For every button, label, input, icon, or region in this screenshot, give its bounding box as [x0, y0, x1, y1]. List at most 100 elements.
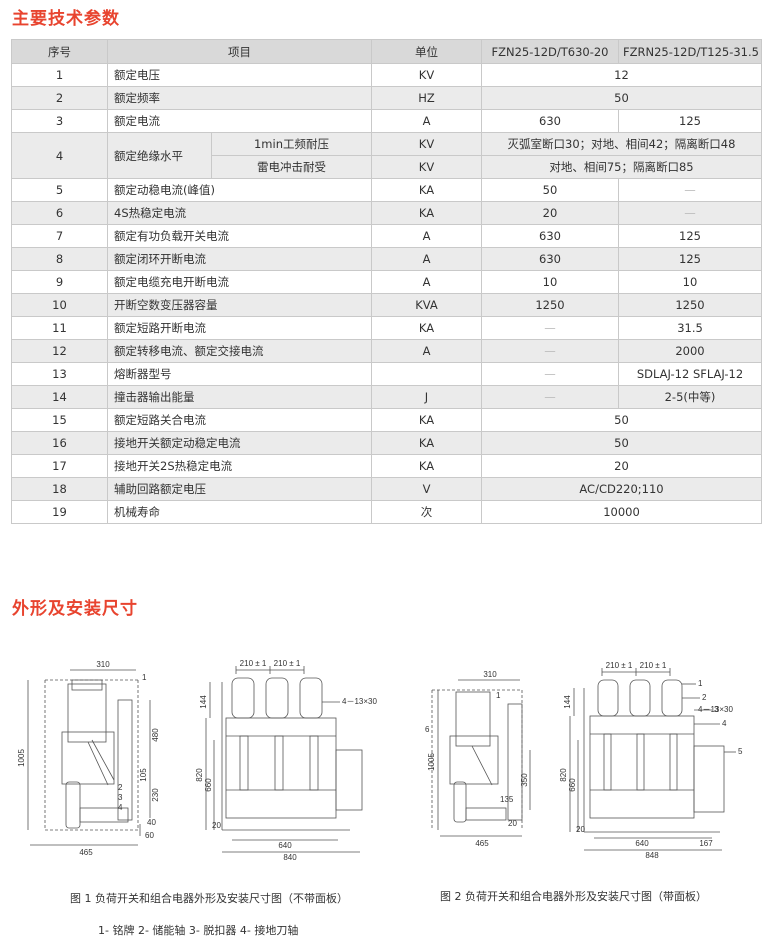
table-cell-unit: A [371, 339, 482, 363]
table-cell-no: 9 [11, 270, 108, 294]
table-header-cell: 单位 [371, 39, 482, 64]
table-cell-a: 630 [481, 247, 619, 271]
table-cell-sub: 雷电冲击耐受 [211, 155, 372, 179]
table-cell-unit: KV [371, 63, 482, 87]
table-cell-merged: 12 [481, 63, 762, 87]
fig2-dim-144: 144 [563, 695, 572, 709]
table-header-cell: FZRN25-12D/T125-31.5 [618, 39, 762, 64]
table-cell-unit: KA [371, 201, 482, 225]
table-cell-no: 7 [11, 224, 108, 248]
table-cell-b: 10 [618, 270, 762, 294]
table-cell-item: 额定动稳电流(峰值) [107, 178, 372, 202]
table-cell-a: 1250 [481, 293, 619, 317]
table-cell-a: — [481, 385, 619, 409]
table-cell-a: 50 [481, 178, 619, 202]
table-cell-item: 额定电流 [107, 109, 372, 133]
fig1-dim-465: 465 [79, 848, 93, 857]
table-cell-a: — [481, 316, 619, 340]
fig1-dim-210b: 210 ± 1 [274, 659, 301, 668]
table-cell-unit: KVA [371, 293, 482, 317]
fig1-dim-holes: 4－13×30 [342, 697, 377, 706]
table-cell-unit: A [371, 109, 482, 133]
table-cell-a: 630 [481, 224, 619, 248]
table-header-cell: 项目 [107, 39, 372, 64]
table-cell-no: 3 [11, 109, 108, 133]
fig2-dim-holes: 4－13×30 [698, 705, 733, 714]
table-cell-item: 辅助回路额定电压 [107, 477, 372, 501]
table-cell-merged: 50 [481, 86, 762, 110]
table-cell-no: 17 [11, 454, 108, 478]
table-cell-item: 额定绝缘水平 [107, 132, 212, 179]
table-cell-no: 11 [11, 316, 108, 340]
fig2-dim-210a: 210 ± 1 [606, 661, 633, 670]
fig1-dim-820: 820 [195, 768, 204, 782]
fig1-dim-840: 840 [283, 853, 297, 862]
table-cell-unit: KA [371, 408, 482, 432]
table-cell-unit: KA [371, 431, 482, 455]
table-cell-a: 20 [481, 201, 619, 225]
table-cell-b: SDLAJ-12 SFLAJ-12 [618, 362, 762, 386]
table-cell-no: 12 [11, 339, 108, 363]
fig2-dim-20: 20 [576, 825, 585, 834]
table-cell-item: 额定有功负载开关电流 [107, 224, 372, 248]
fig1-dim-20: 20 [212, 821, 221, 830]
table-cell-merged: 50 [481, 408, 762, 432]
table-cell-unit: A [371, 224, 482, 248]
table-cell-merged: 50 [481, 431, 762, 455]
dimension-drawings: 310 1005 480 105 230 40 60 465 1 2 3 4 [17, 659, 743, 862]
fig1-dim-640: 640 [278, 841, 292, 850]
fig2-front-view [569, 668, 736, 851]
table-cell-b: — [618, 201, 762, 225]
table-cell-item: 接地开关额定动稳定电流 [107, 431, 372, 455]
table-cell-a: — [481, 362, 619, 386]
table-cell-unit: KA [371, 454, 482, 478]
fig2-side-view [431, 679, 531, 837]
table-cell-unit: A [371, 247, 482, 271]
fig2-dim-1005: 1005 [427, 753, 436, 771]
fig1-callout-1: 1 [142, 673, 147, 682]
table-cell-merged: 灭弧室断口30；对地、相间42；隔离断口48 [481, 132, 762, 156]
figure-legend: 1- 铭牌 2- 储能轴 3- 脱扣器 4- 接地刀轴 [98, 924, 299, 937]
table-cell-unit [371, 362, 482, 386]
table-cell-a: 10 [481, 270, 619, 294]
fig2-dim-465: 465 [475, 839, 489, 848]
table-header-cell: 序号 [11, 39, 108, 64]
table-cell-no: 8 [11, 247, 108, 271]
table-cell-item: 额定闭环开断电流 [107, 247, 372, 271]
table-cell-item: 额定电缆充电开断电流 [107, 270, 372, 294]
section-title-dimensions: 外形及安装尺寸 [12, 599, 138, 619]
table-cell-b: 125 [618, 109, 762, 133]
table-cell-item: 额定短路开断电流 [107, 316, 372, 340]
table-cell-item: 机械寿命 [107, 500, 372, 524]
table-cell-b: 2-5(中等) [618, 385, 762, 409]
fig1-dim-230: 230 [151, 788, 160, 802]
table-cell-b: — [618, 178, 762, 202]
fig1-side-view [27, 669, 151, 846]
fig2-callout-2: 2 [702, 693, 707, 702]
table-cell-no: 1 [11, 63, 108, 87]
fig1-dim-60: 60 [145, 831, 154, 840]
table-cell-merged: 10000 [481, 500, 762, 524]
fig2-callout-3: 3 [714, 705, 719, 714]
table-cell-item: 额定短路关合电流 [107, 408, 372, 432]
fig2-callout-4: 4 [722, 719, 727, 728]
table-cell-a: — [481, 339, 619, 363]
table-cell-merged: 20 [481, 454, 762, 478]
table-cell-item: 额定转移电流、额定交接电流 [107, 339, 372, 363]
figure2-caption: 图 2 负荷开关和组合电器外形及安装尺寸图（带面板） [440, 890, 707, 903]
fig2-callout-1: 1 [698, 679, 703, 688]
